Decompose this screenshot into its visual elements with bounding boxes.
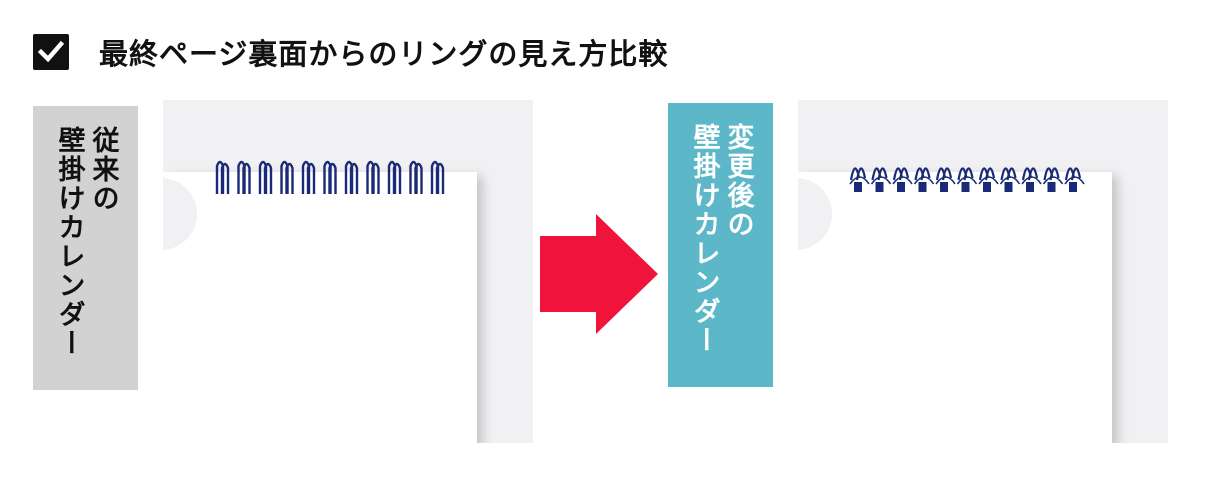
before-label: 従来の 壁掛けカレンダー bbox=[33, 106, 138, 390]
ring-loop bbox=[870, 167, 892, 192]
ring-loop bbox=[849, 167, 870, 192]
ring-loop bbox=[1021, 167, 1042, 192]
ring-loop bbox=[237, 160, 251, 194]
wire-rings bbox=[849, 167, 1085, 192]
ring-loop bbox=[935, 167, 956, 192]
calendar-back-page bbox=[163, 172, 477, 443]
after-label-line-2: 壁掛けカレンダー bbox=[688, 123, 720, 355]
ring-loop bbox=[1064, 167, 1085, 192]
after-label: 変更後の 壁掛けカレンダー bbox=[668, 103, 773, 387]
before-calendar-image bbox=[163, 100, 533, 443]
ring-loop bbox=[913, 167, 935, 192]
ring-loop bbox=[323, 160, 337, 194]
ring-loop bbox=[387, 160, 402, 194]
after-label-line-1: 変更後の bbox=[722, 123, 754, 239]
ring-loop bbox=[1042, 167, 1064, 192]
ring-loop bbox=[956, 167, 978, 192]
ring-loop bbox=[892, 167, 913, 192]
ring-loop bbox=[258, 160, 273, 194]
checkbox-checked-icon bbox=[33, 34, 69, 70]
right-arrow-icon bbox=[540, 214, 658, 334]
ring-loop bbox=[280, 160, 294, 194]
section-header: 最終ページ裏面からのリングの見え方比較 bbox=[33, 28, 668, 76]
ring-loop bbox=[999, 167, 1021, 192]
ring-loop bbox=[409, 160, 423, 194]
ring-loop bbox=[430, 160, 445, 194]
calendar-back-page bbox=[798, 172, 1112, 443]
before-label-line-1: 従来の bbox=[87, 126, 119, 213]
ring-loop bbox=[301, 160, 316, 194]
ring-loop bbox=[215, 160, 230, 194]
after-calendar-image bbox=[798, 100, 1168, 443]
wire-rings bbox=[215, 160, 445, 194]
page-title: 最終ページ裏面からのリングの見え方比較 bbox=[99, 37, 669, 71]
ring-loop bbox=[344, 160, 359, 194]
ring-loop bbox=[978, 167, 999, 192]
before-label-line-2: 壁掛けカレンダー bbox=[53, 126, 85, 358]
ring-loop bbox=[366, 160, 380, 194]
